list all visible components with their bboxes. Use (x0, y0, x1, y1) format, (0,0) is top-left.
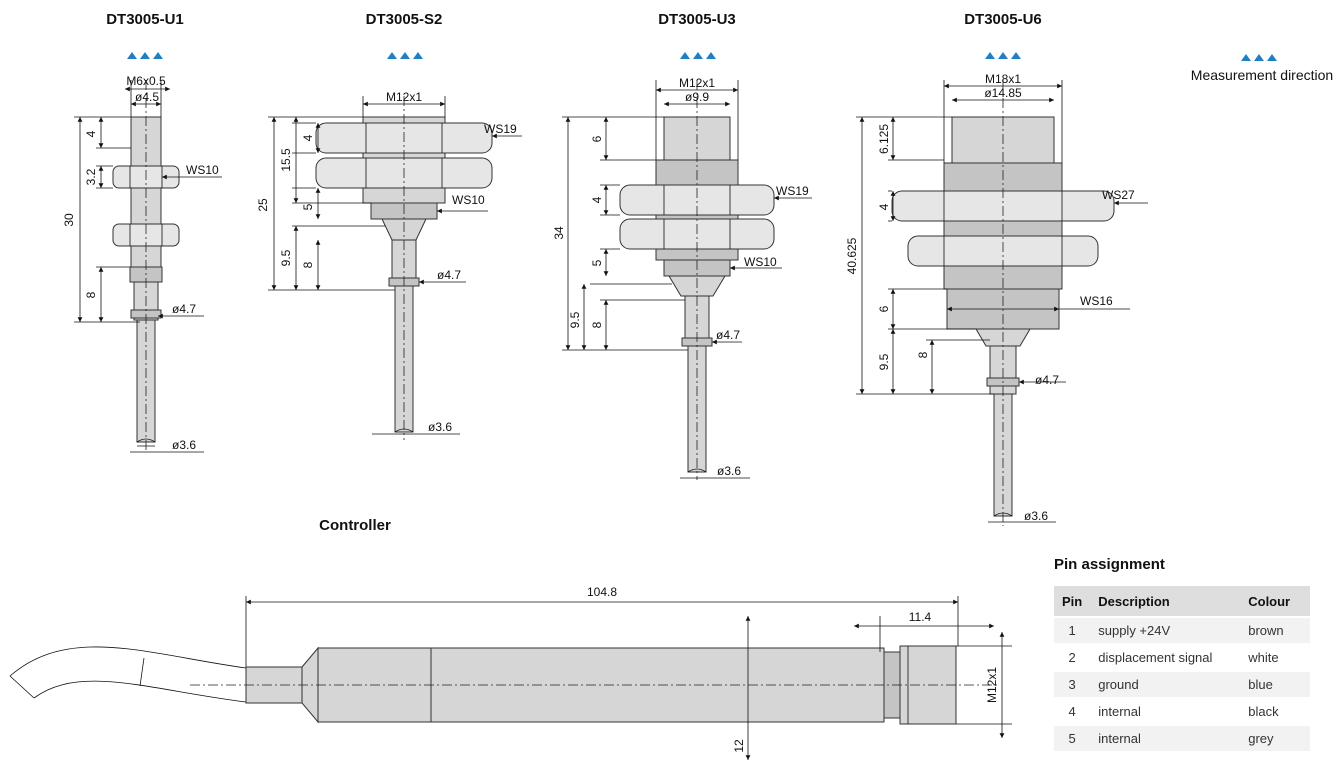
table-row: 4 internal black (1054, 697, 1311, 725)
u6-dim-top: 6.125 (877, 124, 891, 154)
sensor-drawing-u1 (74, 80, 222, 453)
sensor-title-u1: DT3005-U1 (106, 11, 184, 28)
u1-dim-lower: 8 (84, 291, 98, 298)
controller-height: 12 (732, 739, 746, 753)
controller-title: Controller (319, 517, 391, 534)
s2-dim-total: 25 (256, 198, 270, 212)
pin-colour: brown (1240, 616, 1311, 644)
u1-neck-diameter: ø4.7 (172, 302, 196, 316)
sensor-title-s2: DT3005-S2 (366, 11, 443, 28)
controller-drawing (9, 596, 1012, 760)
sensor-title-u3: DT3005-U3 (658, 11, 736, 28)
u3-wrench-top: WS19 (776, 184, 809, 198)
pin-colour: grey (1240, 724, 1311, 751)
column-header-colour: Colour (1240, 586, 1311, 617)
s2-thread-label: M12x1 (386, 90, 422, 104)
u3-dim-total: 34 (552, 226, 566, 240)
u6-cable-diameter: ø3.6 (1024, 509, 1048, 523)
controller-thread-length: 11.4 (909, 610, 932, 624)
u6-dim-lower: 8 (916, 351, 930, 358)
table-header-row: Pin Description Colour (1054, 586, 1311, 617)
s2-dim-upper: 15.5 (279, 148, 293, 172)
u3-dim-nut: 4 (590, 196, 604, 203)
pin-assignment-table: Pin Description Colour 1 supply +24V bro… (1054, 586, 1311, 751)
u1-dim-top: 4 (84, 130, 98, 137)
pin-number: 3 (1054, 670, 1091, 698)
pin-number: 4 (1054, 697, 1091, 725)
s2-dim-lower-total: 9.5 (279, 249, 293, 266)
column-header-pin: Pin (1054, 586, 1091, 617)
pin-colour: blue (1240, 670, 1311, 698)
pin-description: displacement signal (1090, 643, 1241, 671)
u3-dim-top: 6 (590, 135, 604, 142)
s2-dim-lower: 8 (301, 261, 315, 268)
u3-wrench-bottom: WS10 (744, 255, 777, 269)
sensor-drawing-u3 (562, 80, 812, 480)
u6-wrench-top: WS27 (1102, 188, 1135, 202)
u1-dim-nut: 3.2 (84, 168, 98, 185)
u3-thread-label: M12x1 (679, 76, 715, 90)
u3-dim-lower-total: 9.5 (568, 311, 582, 328)
pin-description: ground (1090, 670, 1241, 698)
pin-colour: white (1240, 643, 1311, 671)
s2-cable-diameter: ø3.6 (428, 420, 452, 434)
u6-dim-mid: 6 (877, 305, 891, 312)
u6-dim-total: 40.625 (845, 237, 859, 274)
sensor-title-u6: DT3005-U6 (964, 11, 1042, 28)
u6-tip-diameter: ø14.85 (984, 86, 1022, 100)
pin-number: 2 (1054, 643, 1091, 671)
u6-dim-nut: 4 (877, 203, 891, 210)
table-row: 5 internal grey (1054, 724, 1311, 751)
controller-thread: M12x1 (985, 667, 999, 703)
u1-dim-total: 30 (62, 213, 76, 227)
u1-wrench: WS10 (186, 163, 219, 177)
s2-wrench-bottom: WS10 (452, 193, 485, 207)
u6-wrench-bottom: WS16 (1080, 294, 1113, 308)
u1-cable-diameter: ø3.6 (172, 438, 196, 452)
pin-number: 1 (1054, 616, 1091, 644)
s2-wrench-top: WS19 (484, 122, 517, 136)
pin-assignment-title: Pin assignment (1054, 556, 1165, 573)
u3-neck-diameter: ø4.7 (716, 328, 740, 342)
pin-colour: black (1240, 697, 1311, 725)
table-row: 1 supply +24V brown (1054, 616, 1311, 644)
u1-thread-label: M6x0.5 (126, 74, 166, 88)
pin-number: 5 (1054, 724, 1091, 751)
pin-description: internal (1090, 724, 1241, 751)
sensor-drawing-u6 (856, 80, 1148, 526)
u6-thread-label: M18x1 (985, 72, 1021, 86)
pin-description: supply +24V (1090, 616, 1241, 644)
measurement-direction-label: Measurement direction (1191, 67, 1333, 83)
u3-cable-diameter: ø3.6 (717, 464, 741, 478)
s2-neck-diameter: ø4.7 (437, 268, 461, 282)
u6-neck-diameter: ø4.7 (1035, 373, 1059, 387)
pin-description: internal (1090, 697, 1241, 725)
u6-dim-lower-total: 9.5 (877, 353, 891, 370)
s2-dim-nut: 4 (301, 134, 315, 141)
s2-dim-mid: 5 (301, 203, 315, 210)
column-header-description: Description (1090, 586, 1241, 617)
u3-tip-diameter: ø9.9 (685, 90, 709, 104)
table-row: 2 displacement signal white (1054, 643, 1311, 671)
table-row: 3 ground blue (1054, 670, 1311, 698)
u1-tip-diameter: ø4.5 (135, 90, 159, 104)
measurement-direction-icon (127, 52, 1277, 61)
sensor-drawing-s2 (268, 96, 522, 440)
u3-dim-mid: 5 (590, 259, 604, 266)
controller-length: 104.8 (587, 585, 617, 599)
u3-dim-lower: 8 (590, 321, 604, 328)
